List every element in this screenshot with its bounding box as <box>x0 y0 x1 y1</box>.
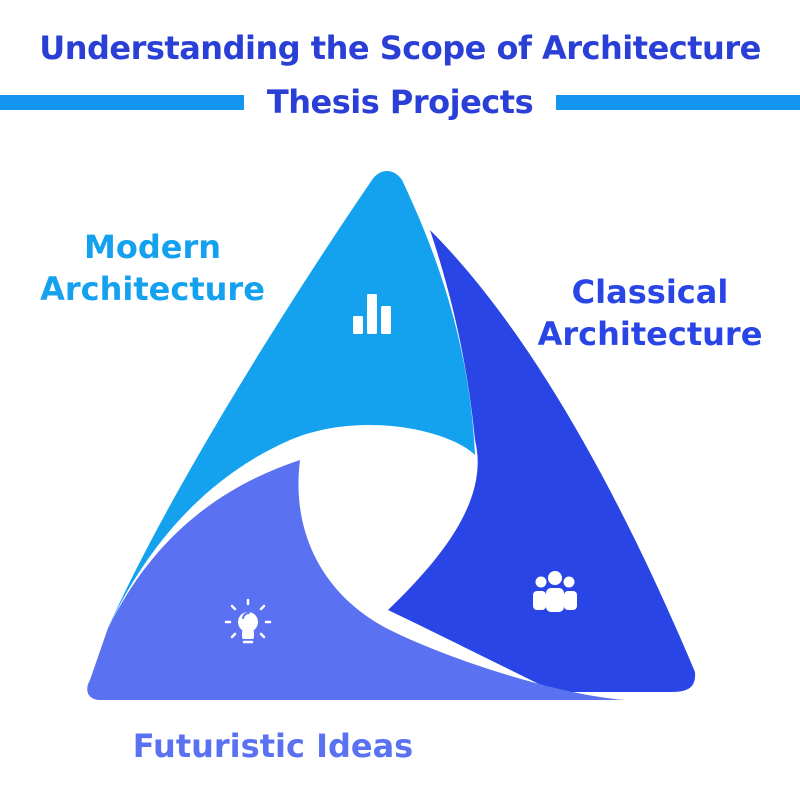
label-modern-line1: Modern <box>84 228 221 266</box>
label-classical-line2: Architecture <box>537 315 763 353</box>
segment-classical <box>388 230 696 692</box>
label-modern-line2: Architecture <box>40 270 265 308</box>
label-futuristic-ideas: Futuristic Ideas <box>132 727 414 765</box>
page-title: Understanding the Scope of Architecture <box>39 29 761 67</box>
lightbulb-icon <box>224 598 272 644</box>
label-classical-line1: Classical <box>571 273 729 311</box>
bar-chart-icon <box>353 294 391 334</box>
label-classical-architecture: Classical Architecture <box>520 271 780 355</box>
segment-modern <box>108 171 475 628</box>
people-group-icon <box>533 571 577 612</box>
segment-futuristic <box>87 460 626 700</box>
label-modern-architecture: Modern Architecture <box>30 226 275 310</box>
title-bar-left <box>0 95 244 110</box>
page-subtitle: Thesis Projects <box>266 83 534 121</box>
title-bar-right <box>556 95 800 110</box>
